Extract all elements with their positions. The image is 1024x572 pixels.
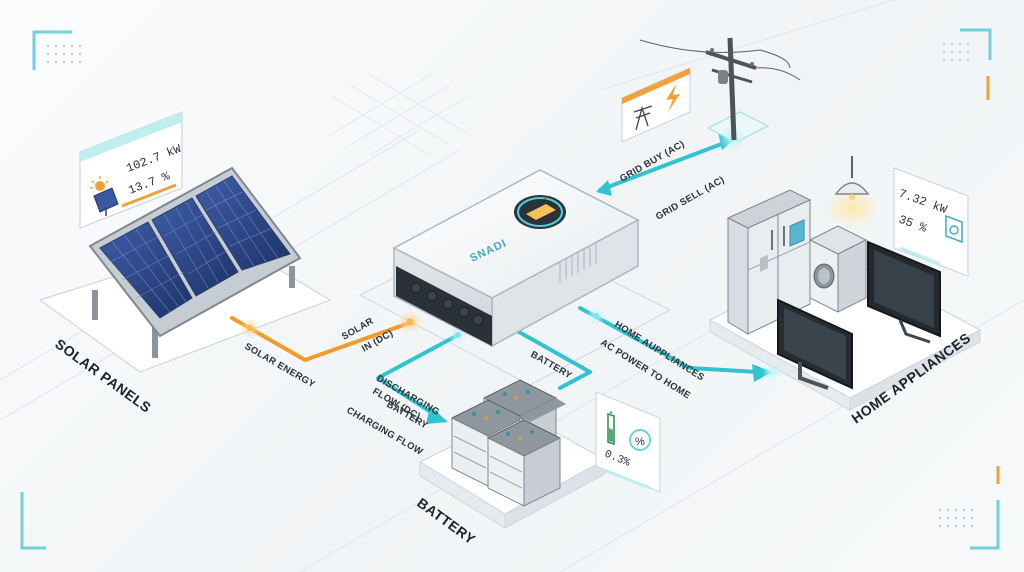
solar-in-label-line2: IN (DC) [360,328,395,355]
battery-level-icon [607,411,615,446]
battery-stack [450,379,566,507]
solar-energy-flow-line [230,310,422,362]
corner-bracket-top-left [32,30,82,70]
inverter-display: SOLAR [514,195,566,229]
grid-sell-label: GRID SELL (AC) [654,174,727,222]
lightning-bolt-icon [666,84,680,112]
inverter-unit: SOLAR SNADI [392,169,640,348]
solar-info-card: 102.7 kW 13.7 % [79,111,184,229]
washing-machine-icon [945,214,963,244]
utility-pole [639,37,801,141]
refrigerator [726,189,812,335]
solar-panels [88,166,302,358]
television [867,240,941,344]
corner-bracket-bottom-left [20,492,46,550]
home-info-card: 7.32 kW 35 % [893,167,969,277]
solar-panel-sun-icon [90,176,119,216]
corner-bracket-bottom-right [938,466,1000,550]
battery-info-card: % 0.3% [595,391,661,493]
battery-discharging-flow-line [510,326,592,390]
ac-power-flow-line [578,306,782,382]
battery-badge-text: % [635,436,645,448]
ceiling-lamp [824,156,880,228]
corner-bracket-top-right [942,28,992,100]
solar-energy-label: SOLAR ENERGY [243,341,318,391]
washing-machine [808,225,868,313]
monitor [777,298,853,390]
battery-module [486,419,562,507]
grid-info-card [621,67,691,143]
power-pylon-icon [633,105,653,131]
percent-badge: % [629,429,651,451]
